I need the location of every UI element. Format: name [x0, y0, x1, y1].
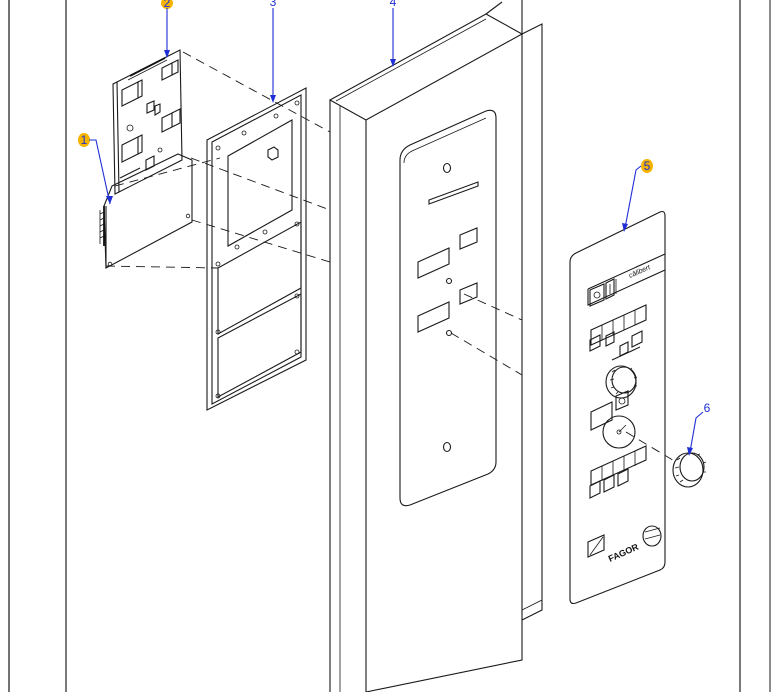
callout-4-number: 4 — [390, 0, 397, 9]
callout-5 — [622, 159, 653, 232]
callout-5-number: 5 — [644, 159, 651, 173]
callout-6-number: 6 — [704, 401, 711, 415]
callout-3 — [270, 8, 276, 103]
assembly-lines — [105, 51, 677, 463]
callout-1-number: 1 — [81, 133, 88, 147]
mounting-frame — [206, 87, 307, 411]
upper-circuit-board — [99, 49, 193, 269]
callout-2 — [161, 0, 173, 58]
loose-knob — [672, 452, 707, 488]
callout-3-number: 3 — [270, 0, 277, 9]
callout-2-number: 2 — [164, 0, 171, 10]
page-border — [8, 0, 771, 692]
control-panel-faceplate — [569, 210, 666, 605]
callout-4 — [390, 8, 396, 67]
panel-brand-label: FAGOR — [607, 541, 641, 563]
cabinet-front-column — [328, 0, 543, 692]
callout-6 — [687, 411, 704, 456]
callout-1 — [78, 133, 113, 205]
